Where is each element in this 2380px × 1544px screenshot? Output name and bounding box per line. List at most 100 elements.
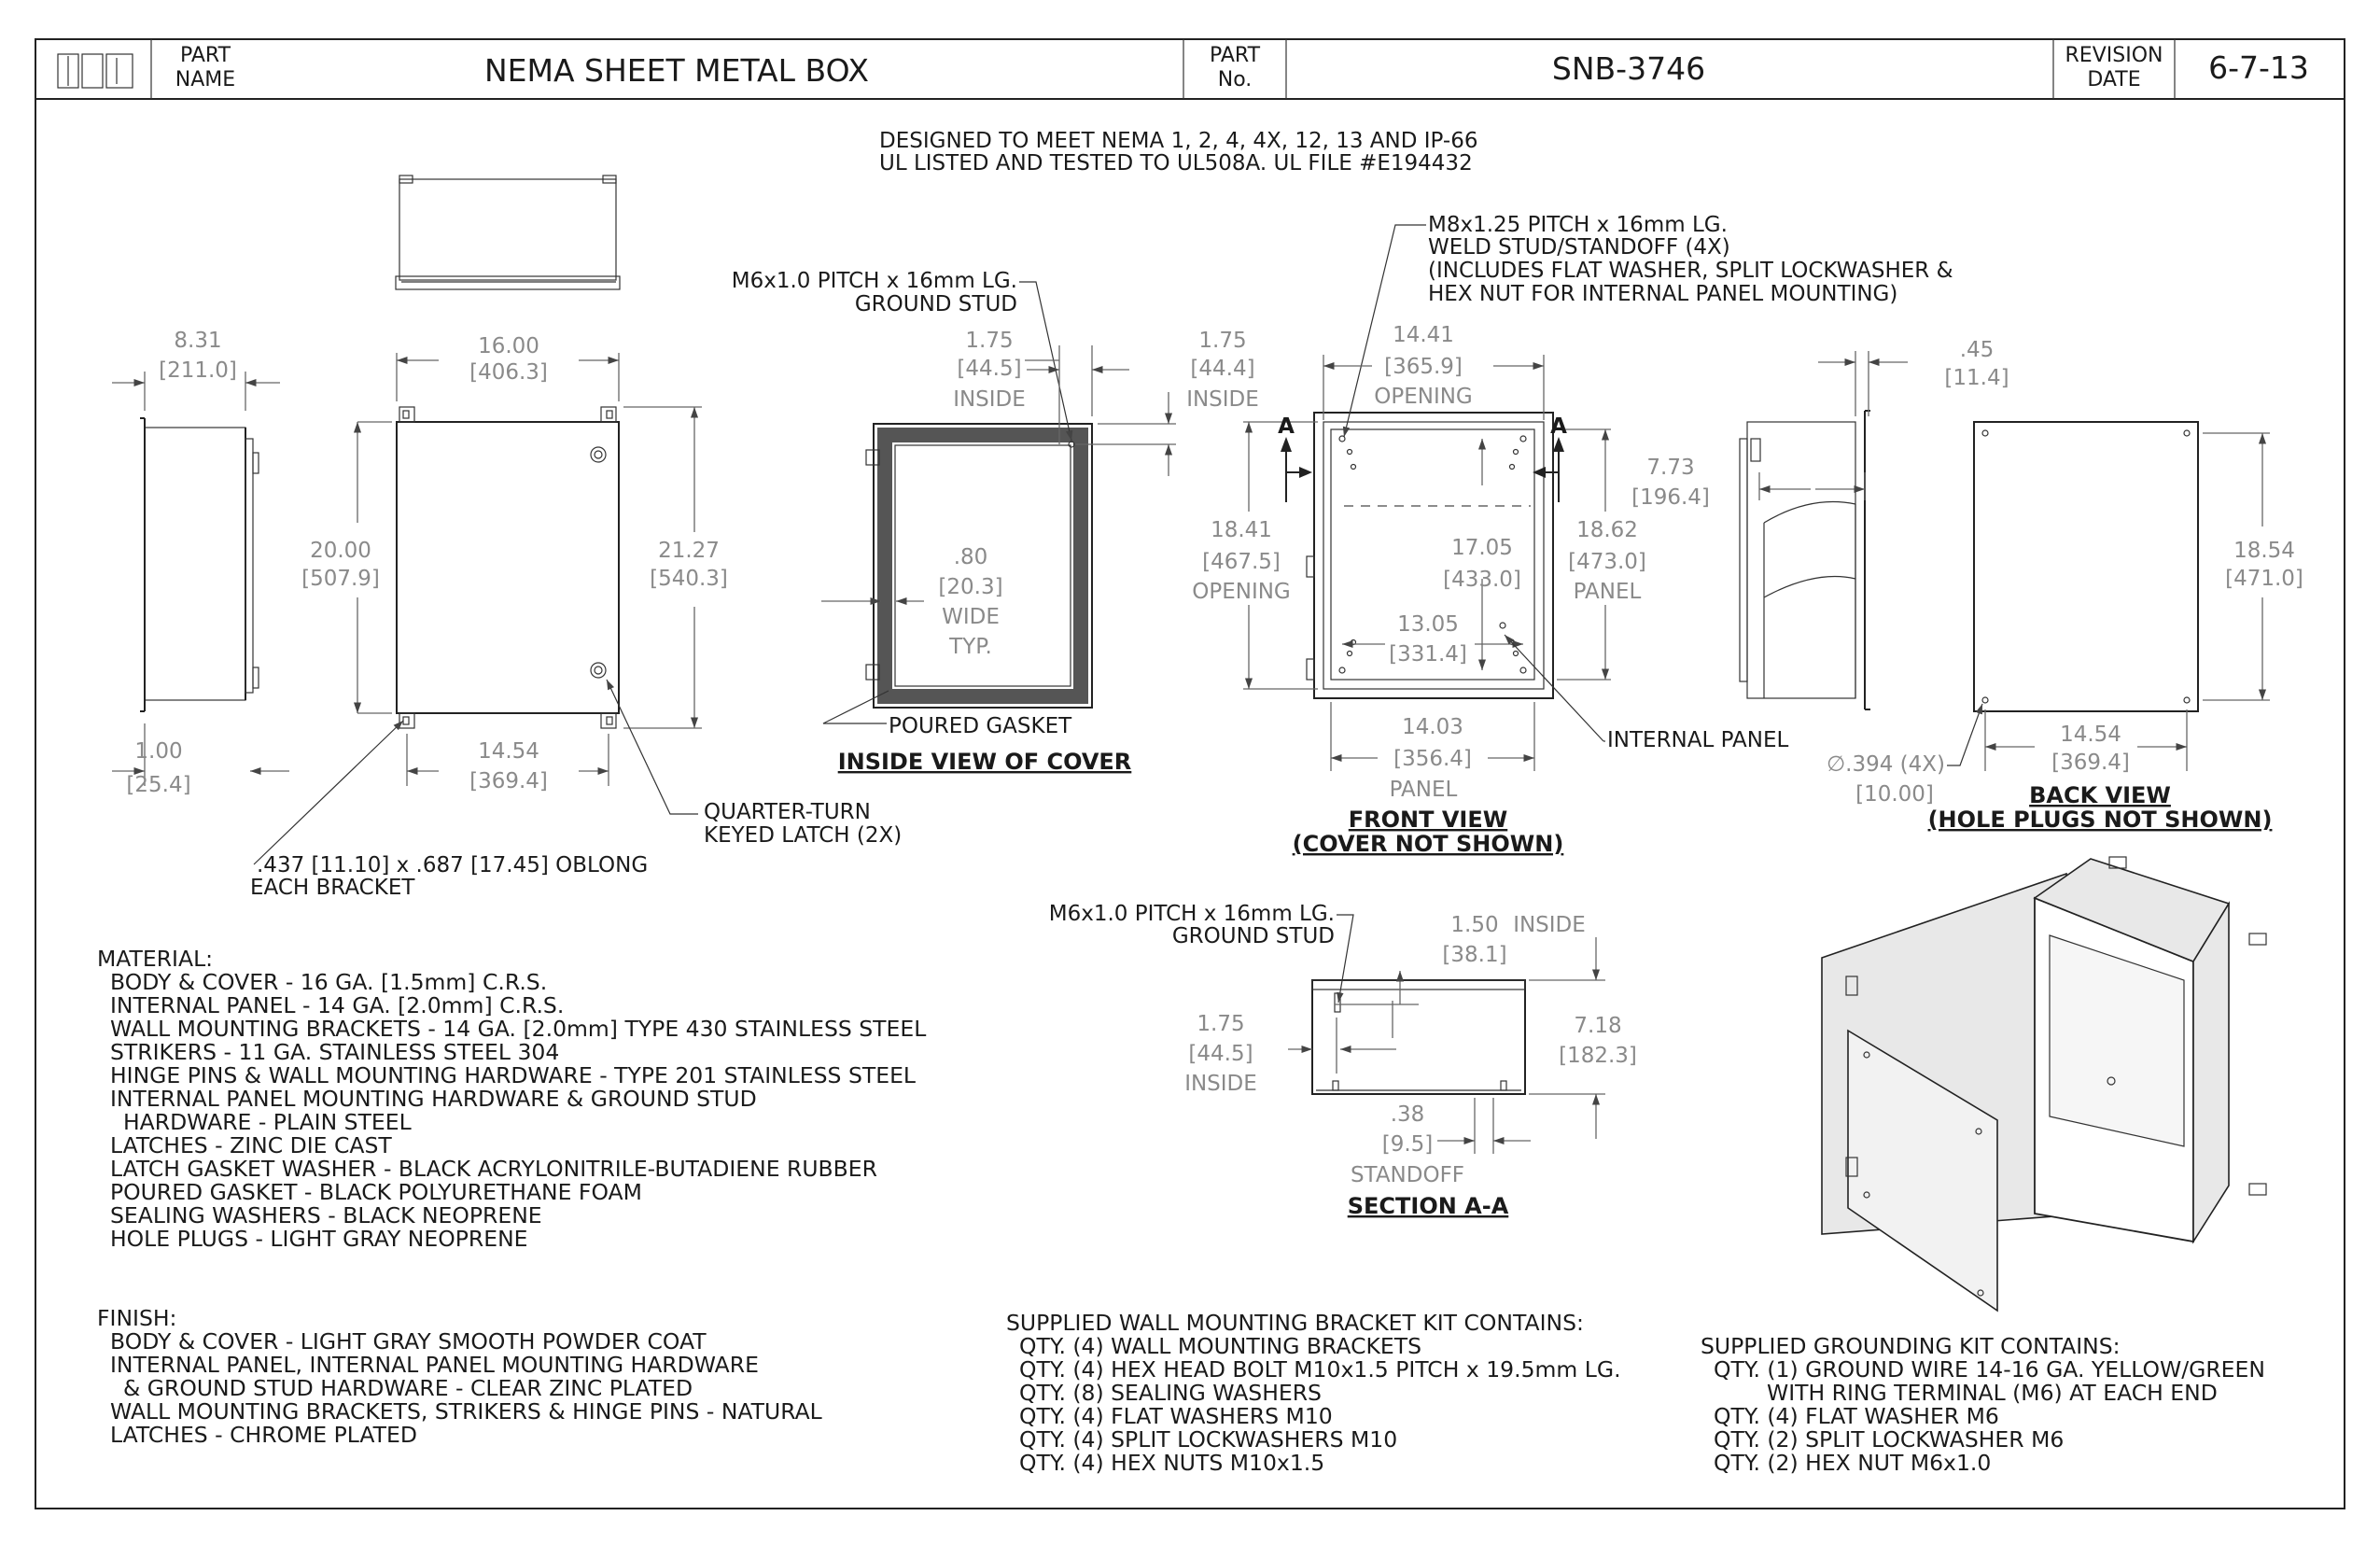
stud-vertical: 17.05	[1451, 536, 1513, 560]
side-depth-2-mm: [196.4]	[1631, 485, 1710, 510]
revision-label-2: DATE	[2087, 68, 2140, 91]
side-depth: 8.31	[174, 329, 221, 353]
section-mark-right	[1533, 437, 1564, 502]
section-inside-top-label: INSIDE	[1513, 913, 1586, 937]
standoff-height: .38	[1391, 1102, 1425, 1127]
side-offset: .45	[1960, 338, 1995, 362]
section-inside-left-label: INSIDE	[1184, 1072, 1257, 1096]
cover-caption: INSIDE VIEW OF COVER	[838, 749, 1132, 775]
latch-icon-top	[590, 446, 607, 463]
finish-item: WALL MOUNTING BRACKETS, STRIKERS & HINGE…	[110, 1398, 822, 1425]
cover-inside-2-mm: [44.4]	[1190, 357, 1254, 381]
gasket-label-2: TYP.	[948, 635, 992, 659]
section-stud-note-2: GROUND STUD	[1172, 924, 1335, 948]
material-item: BODY & COVER - 16 GA. [1.5mm] C.R.S.	[110, 969, 547, 995]
bracket-kit-item: QTY. (4) HEX HEAD BOLT M10x1.5 PITCH x 1…	[1019, 1356, 1621, 1383]
main-front-view	[396, 406, 620, 729]
section-letter-left: A	[1278, 414, 1295, 439]
side-depth-2: 7.73	[1646, 456, 1694, 480]
finish-list: FINISH: BODY & COVER - LIGHT GRAY SMOOTH…	[97, 1305, 822, 1448]
hole-note-mm: [10.00]	[1855, 782, 1934, 807]
standoff-height-mm: [9.5]	[1382, 1132, 1434, 1157]
finish-item: LATCHES - CHROME PLATED	[110, 1422, 417, 1448]
material-item: HINGE PINS & WALL MOUNTING HARDWARE - TY…	[110, 1062, 916, 1088]
nema-note: DESIGNED TO MEET NEMA 1, 2, 4, 4X, 12, 1…	[879, 129, 1477, 153]
material-item: HOLE PLUGS - LIGHT GRAY NEOPRENE	[110, 1226, 528, 1252]
bracket-kit-header: SUPPLIED WALL MOUNTING BRACKET KIT CONTA…	[1006, 1310, 1584, 1336]
grounding-kit-item: QTY. (4) FLAT WASHER M6	[1714, 1403, 1999, 1429]
weld-stud-note-3: (INCLUDES FLAT WASHER, SPLIT LOCKWASHER …	[1428, 259, 1953, 283]
part-no-label-2: No.	[1218, 68, 1253, 91]
side-depth-mm: [211.0]	[159, 358, 237, 383]
section-letter-right: A	[1550, 414, 1567, 439]
part-number: SNB-3746	[1552, 50, 1705, 87]
section-mark-left	[1281, 437, 1312, 502]
isometric-view	[1821, 856, 2267, 1312]
hole-note: ∅.394 (4X)	[1827, 752, 1945, 777]
back-view-caption-2: (HOLE PLUGS NOT SHOWN)	[1928, 807, 2273, 833]
stud-vertical-mm: [433.0]	[1443, 568, 1521, 592]
revision-date: 6-7-13	[2208, 49, 2309, 86]
front-view-open	[1306, 412, 1554, 699]
cover-inside-2: 1.75	[1198, 329, 1246, 353]
material-item: HARDWARE - PLAIN STEEL	[123, 1109, 412, 1135]
gasket-width-mm: [20.3]	[938, 575, 1002, 599]
cover-stud-note-1: M6x1.0 PITCH x 16mm LG.	[732, 269, 1017, 293]
opening-height-mm: [467.5]	[1202, 550, 1281, 574]
ul-note: UL LISTED AND TESTED TO UL508A. UL FILE …	[879, 151, 1473, 175]
material-item: WALL MOUNTING BRACKETS - 14 GA. [2.0mm] …	[110, 1016, 926, 1042]
panel-width-mm: [356.4]	[1393, 747, 1472, 771]
box-height-mm: [507.9]	[301, 567, 380, 591]
section-inside-left: 1.75	[1197, 1012, 1244, 1036]
bracket-note-1: .437 [11.10] x .687 [17.45] OBLONG	[257, 853, 648, 877]
finish-item: INTERNAL PANEL, INTERNAL PANEL MOUNTING …	[110, 1352, 759, 1378]
gasket-width: .80	[954, 545, 988, 569]
material-item: POURED GASKET - BLACK POLYURETHANE FOAM	[110, 1179, 642, 1205]
grounding-kit-item: QTY. (2) HEX NUT M6x1.0	[1714, 1450, 1991, 1476]
part-name-label-2: NAME	[175, 68, 235, 91]
back-width-mm: [369.4]	[2051, 751, 2130, 775]
panel-width-label: PANEL	[1390, 778, 1458, 802]
panel-height-label: PANEL	[1574, 580, 1642, 604]
part-no-label-1: PART	[1210, 44, 1261, 67]
opening-width-label: OPENING	[1374, 385, 1473, 409]
section-a-a-view	[1311, 979, 1526, 1095]
weld-stud-note-1: M8x1.25 PITCH x 16mm LG.	[1428, 213, 1728, 237]
section-depth-mm: [182.3]	[1559, 1044, 1637, 1068]
material-item: LATCHES - ZINC DIE CAST	[110, 1132, 392, 1158]
flange-depth: 1.00	[134, 739, 182, 764]
front-view-caption-2: (COVER NOT SHOWN)	[1293, 831, 1564, 857]
right-side-view	[1739, 410, 1870, 710]
back-view	[1973, 421, 2199, 712]
latch-note-2: KEYED LATCH (2X)	[704, 823, 902, 848]
cover-inside-1-mm: [44.5]	[957, 357, 1021, 381]
latch-note-1: QUARTER-TURN	[704, 800, 871, 824]
finish-item: BODY & COVER - LIGHT GRAY SMOOTH POWDER …	[110, 1328, 707, 1355]
stud-horizontal: 13.05	[1397, 612, 1459, 637]
bracket-spacing: 14.54	[478, 739, 539, 764]
section-inside-top-mm: [38.1]	[1442, 943, 1506, 967]
sheet-border	[35, 38, 2345, 1509]
grounding-kit-header: SUPPLIED GROUNDING KIT CONTAINS:	[1701, 1333, 2121, 1359]
gasket-label-1: WIDE	[942, 605, 1000, 629]
bracket-kit-item: QTY. (4) HEX NUTS M10x1.5	[1019, 1450, 1324, 1476]
cover-inside-1: 1.75	[965, 329, 1013, 353]
inside-cover-view	[865, 423, 1093, 709]
part-name: NEMA SHEET METAL BOX	[484, 52, 869, 89]
revision-label-1: REVISION	[2065, 44, 2163, 67]
opening-height: 18.41	[1211, 518, 1272, 542]
back-view-caption-1: BACK VIEW	[2029, 782, 2171, 808]
bracket-kit-item: QTY. (4) FLAT WASHERS M10	[1019, 1403, 1333, 1429]
section-depth: 7.18	[1574, 1014, 1621, 1038]
grounding-kit-list: SUPPLIED GROUNDING KIT CONTAINS: QTY. (1…	[1701, 1333, 2265, 1476]
side-offset-mm: [11.4]	[1944, 366, 2009, 390]
material-item: INTERNAL PANEL - 14 GA. [2.0mm] C.R.S.	[110, 992, 564, 1018]
opening-height-label: OPENING	[1192, 580, 1291, 604]
weld-stud-note-2: WELD STUD/STANDOFF (4X)	[1428, 235, 1730, 260]
material-item: SEALING WASHERS - BLACK NEOPRENE	[110, 1202, 542, 1228]
company-logo	[57, 53, 133, 89]
mounting-hole-icon	[1981, 429, 1989, 437]
front-view-caption-1: FRONT VIEW	[1349, 807, 1507, 833]
back-height-mm: [471.0]	[2225, 567, 2303, 591]
panel-height: 18.62	[1576, 518, 1638, 542]
